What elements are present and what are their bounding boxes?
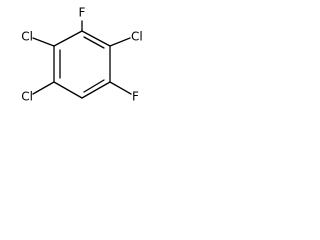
bond-to-upper-left-chlorine xyxy=(32,37,55,47)
substituent-bonds xyxy=(32,20,132,95)
upper-right-chlorine-label: Cl xyxy=(131,30,143,44)
bond-to-lower-right-fluorine xyxy=(109,81,132,95)
bond-to-upper-right-chlorine xyxy=(109,37,131,47)
atom-labels: F Cl Cl Cl F xyxy=(21,6,142,104)
ring-bond-bottom-left xyxy=(53,81,83,99)
ring-bond-top-right xyxy=(81,30,111,47)
upper-left-chlorine-label: Cl xyxy=(21,30,33,44)
lower-right-fluorine-label: F xyxy=(132,90,139,104)
lower-left-chlorine-label: Cl xyxy=(21,90,33,104)
benzene-ring xyxy=(53,30,111,99)
top-fluorine-label: F xyxy=(79,6,86,20)
ring-bond-bottom-right xyxy=(81,81,111,99)
bond-to-lower-left-chlorine xyxy=(32,81,55,95)
ring-inner-double-bond-bottom-right xyxy=(83,79,105,93)
ring-inner-double-bond-top-right xyxy=(83,36,105,49)
chemical-structure-diagram: F Cl Cl Cl F xyxy=(21,6,142,104)
ring-bond-top-left xyxy=(53,30,83,47)
